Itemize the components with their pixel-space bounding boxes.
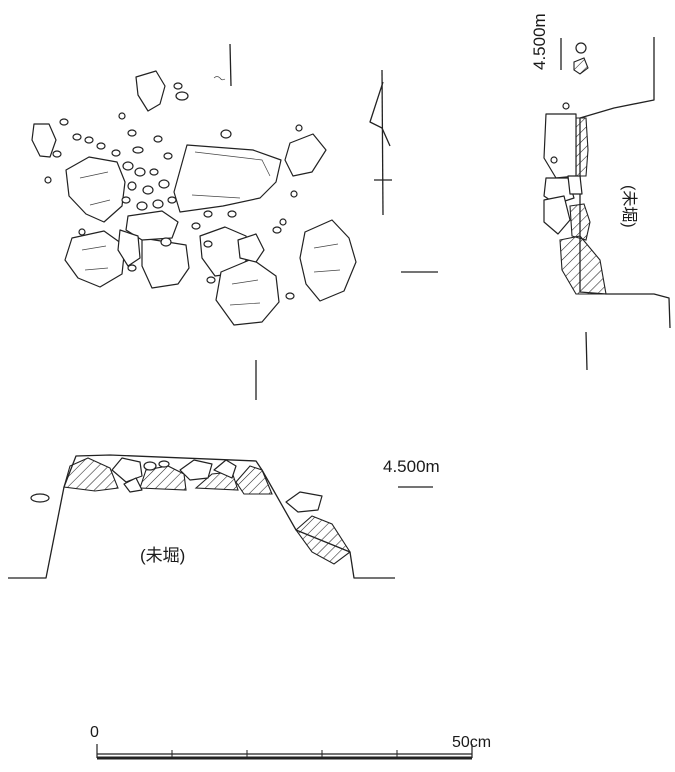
stone [117,229,141,267]
scale-start-label: 0 [90,724,99,741]
pebble [227,210,237,218]
pebble [153,135,163,143]
pebble [59,118,69,126]
pebble [78,228,86,236]
pebble [152,199,164,209]
stone [543,195,571,235]
stone [285,491,323,513]
plan-reference-line [229,43,232,87]
pebble [167,196,177,204]
pebble [136,201,148,211]
pebble [127,264,137,272]
pebble [111,149,121,157]
pebble [285,292,295,300]
cut-stone-hatched [139,465,187,491]
stone [179,459,213,481]
cut-stone-hatched [573,57,589,75]
pebble [72,133,82,141]
pebble [550,156,558,164]
stone-inner-line [229,279,261,306]
stone [111,457,143,483]
stone [31,123,57,158]
pebble [158,460,170,468]
pebble [295,124,303,132]
stone [123,477,143,493]
section-reference-line [585,331,588,371]
pebble [163,152,173,160]
stone-inner-line [313,243,341,273]
pebble [30,493,50,503]
cut-stone-hatched [295,515,351,565]
cut-stone-hatched [559,235,607,295]
pebble [206,276,216,284]
pebble [84,136,94,144]
plan-section-marker [369,81,391,147]
unexcavated-label-right: (未堀) [620,185,637,228]
pebble [173,82,183,90]
pebble [175,91,189,101]
cut-stone-hatched [569,203,591,241]
pebble [134,167,146,177]
pebble [191,222,201,230]
pebble [149,168,159,176]
stone-inner-line [191,151,271,199]
plan-reference-line [381,69,384,216]
pebble [143,461,157,471]
pebble [562,102,570,110]
stone [141,237,190,289]
stone [173,144,282,213]
pebble [290,190,298,198]
pebble [220,129,232,139]
pebble [118,112,126,120]
pebble [127,181,137,191]
stone [284,133,327,177]
stone-inner-line [79,171,111,206]
pebble [96,142,106,150]
section-profile [8,454,395,579]
pebble [158,179,170,189]
cut-stone-hatched [63,457,119,492]
pebble [122,161,134,171]
right-section-view [543,37,671,371]
elevation-label-bottom: 4.500m [383,457,440,476]
stone-inner-line [81,245,109,271]
stone [567,175,583,195]
cut-stone-hatched [575,117,589,177]
pebble [44,176,52,184]
stone [299,219,357,302]
pebble [203,240,213,248]
pebble-mark [213,76,226,81]
pebble [160,237,172,247]
pebble [121,196,131,204]
stone [543,113,577,179]
pebble [279,218,287,226]
elevation-label-right: 4.500m [530,13,549,70]
stone [213,459,237,479]
pebble [132,146,144,154]
stone [65,156,126,223]
pebble [52,150,62,158]
stone [64,230,126,288]
scale-end-label: 50cm [452,734,492,751]
pebble [203,210,213,218]
unexcavated-label-bottom: (未堀) [140,546,186,565]
stone [125,210,179,241]
cut-stone-hatched [235,465,273,495]
stone [135,70,166,112]
stone [237,233,265,263]
pebble [127,129,137,137]
pebble [575,42,587,54]
scale-bar [96,744,473,760]
plan-view [31,43,438,400]
pebble [272,226,282,234]
pebble [142,185,154,195]
bottom-section-view [8,454,433,579]
